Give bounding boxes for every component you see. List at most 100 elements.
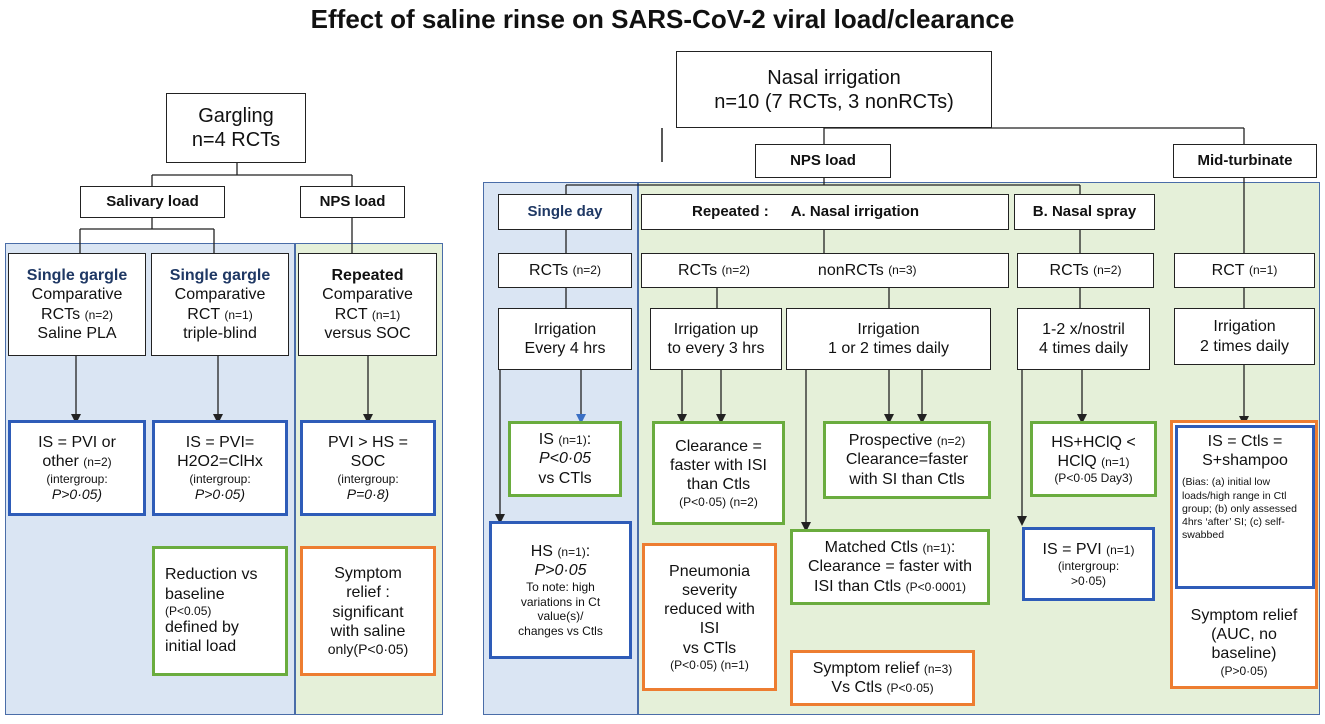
gargle-result-4-l4: defined by	[165, 619, 239, 637]
sd-is-l2: P<0·05	[538, 450, 592, 468]
gargle-result-3-l2: SOC	[350, 453, 386, 471]
gargle-result-1-l2-wrap: other (n=2)	[42, 452, 111, 471]
spray-rcts: RCTs (n=2)	[1017, 253, 1154, 288]
single-day-hs-result: HS (n=1): P>0·05 To note: high variation…	[489, 521, 632, 659]
salivary-load-box: Salivary load	[80, 186, 225, 218]
clear1-l4-wrap: (P<0·05) (n=2)	[679, 495, 758, 509]
gargle-col1-l2: RCTs	[41, 305, 81, 323]
hcl-l3: (P<0·05 Day3)	[1054, 470, 1133, 485]
matched-l3: ISI than Ctls	[814, 577, 902, 595]
gargle-nps-load-box: NPS load	[300, 186, 405, 218]
gargling-root: Gargling n=4 RCTs	[166, 93, 306, 163]
gargle-col3-l2: RCT	[334, 305, 368, 323]
pneumonia-l6: (P<0·05)	[670, 657, 718, 672]
gargle-result-5-l2: relief :	[346, 584, 390, 602]
sd-is-l1: IS	[538, 431, 554, 449]
gargle-col3: Repeated Comparative RCT (n=1) versus SO…	[298, 253, 437, 356]
nasal-root: Nasal irrigation n=10 (7 RCTs, 3 nonRCTs…	[676, 51, 992, 128]
matched-ctls-result: Matched Ctls (n=1): Clearance = faster w…	[790, 529, 990, 605]
repeated-irrigation-1-l2: to every 3 hrs	[667, 340, 765, 357]
matched-l2: Clearance = faster with	[807, 558, 973, 576]
nasal-root-line1: Nasal irrigation	[767, 66, 901, 89]
gargle-col3-l3: versus SOC	[324, 324, 411, 342]
gargle-result-5: Symptom relief : significant with saline…	[300, 546, 436, 676]
gargle-col1-head: Single gargle	[26, 267, 128, 285]
sd-is-l1-wrap: IS (n=1):	[539, 430, 591, 449]
hcl-l2-wrap: HClQ (n=1)	[1058, 452, 1130, 471]
gargle-col1-l1: Comparative	[31, 286, 123, 304]
spray-frequency-l2: 4 times daily	[1039, 340, 1128, 357]
hcl-n: (n=1)	[1101, 454, 1130, 469]
sd-hs-n: (n=1)	[557, 545, 586, 560]
matched-l1-wrap: Matched Ctls (n=1):	[825, 538, 956, 557]
prospective-l1: Prospective	[848, 432, 933, 450]
nasal-spray-box: B. Nasal spray	[1014, 194, 1155, 230]
gargle-col3-l1: Comparative	[322, 286, 413, 304]
gargle-result-3: PVI > HS = SOC (intergroup: P=0·8)	[300, 420, 436, 516]
pneumonia-l1: Pneumonia	[669, 562, 750, 580]
clear1-n: (n=2)	[729, 494, 758, 509]
hcl-l1: HS+HClQ <	[1051, 433, 1136, 451]
gargle-col2-l3: triple-blind	[183, 324, 257, 342]
mt-rct: RCT (n=1)	[1174, 253, 1315, 288]
gargle-col1-n: (n=2)	[84, 307, 113, 322]
gargle-col3-l2-wrap: RCT (n=1)	[335, 305, 400, 324]
single-day-box: Single day	[498, 194, 632, 230]
gargle-result-5-l5: only(P<0·05)	[327, 640, 409, 657]
sd-is-l3: vs CTls	[538, 469, 592, 487]
gargle-col2-l2: RCT	[187, 305, 220, 323]
matched-n: (n=1)	[922, 541, 951, 556]
gargle-col1-l3: Saline PLA	[37, 324, 117, 342]
spray-pvi-result: IS = PVI (n=1) (intergroup: >0·05)	[1022, 527, 1155, 601]
sd-is-colon: :	[586, 431, 592, 449]
symptom3-l1: Symptom relief	[812, 659, 920, 677]
hclq-result: HS+HClQ < HClQ (n=1) (P<0·05 Day3)	[1030, 421, 1157, 497]
repeated-rcts-n: (n=2)	[721, 263, 750, 278]
mt-irrigation: Irrigation 2 times daily	[1174, 308, 1315, 365]
nasal-root-line2: n=10 (7 RCTs, 3 nonRCTs)	[714, 90, 954, 113]
repeated-nonrcts-n: (n=3)	[888, 263, 917, 278]
pneumonia-n: (n=1)	[720, 657, 749, 672]
spray-pvi-n: (n=1)	[1106, 543, 1135, 558]
spray-pvi-l1: IS = PVI	[1042, 541, 1102, 559]
mt-is-l1: IS = Ctls =	[1207, 433, 1283, 450]
symptom3-l2: Vs Ctls	[831, 679, 883, 696]
repeated-rcts-row: RCTs (n=2) nonRCTs (n=3)	[641, 253, 1009, 288]
matched-p: (P<0·0001)	[905, 579, 966, 594]
repeated-label: Repeated :	[692, 203, 769, 220]
gargle-result-1-l2: other	[42, 453, 79, 471]
clear1-l1: Clearance =	[675, 438, 762, 456]
pneumonia-l5: vs CTls	[682, 639, 737, 657]
prospective-n: (n=2)	[936, 434, 966, 449]
single-day-irrigation-l2: Every 4 hrs	[524, 340, 606, 357]
pneumonia-result: Pneumonia severity reduced with ISI vs C…	[642, 543, 777, 691]
prospective-l1-wrap: Prospective (n=2)	[849, 431, 965, 450]
single-day-rcts-label: RCTs	[529, 261, 569, 279]
symptom-relief-n3: Symptom relief (n=3) Vs Ctls (P<0·05)	[790, 650, 975, 706]
hcl-l2: HClQ	[1057, 452, 1097, 470]
mt-is-bias: (Bias: (a) initial low loads/high range …	[1182, 476, 1297, 541]
gargle-col3-head: Repeated	[331, 267, 404, 285]
spray-pvi-l3: >0·05)	[1070, 573, 1107, 588]
mt-rct-label: RCT	[1211, 261, 1245, 279]
gargle-result-2-l4: P>0·05)	[194, 485, 246, 502]
prospective-l3: with SI than Ctls	[849, 470, 965, 488]
symptom3-p: (P<0·05)	[886, 681, 934, 695]
pneumonia-l3: reduced with	[664, 601, 755, 619]
gargle-col1-l2-wrap: RCTs (n=2)	[41, 305, 113, 324]
gargle-col3-n: (n=1)	[371, 307, 401, 322]
matched-l1: Matched Ctls	[824, 539, 919, 557]
single-day-irrigation-l1: Irrigation	[533, 320, 597, 338]
spray-rcts-n: (n=2)	[1093, 263, 1122, 278]
clearance-result-1: Clearance = faster with ISI than Ctls (P…	[652, 421, 785, 525]
spray-frequency-l1: 1-2 x/nostril	[1042, 320, 1125, 338]
gargle-col2-l2-wrap: RCT (n=1)	[187, 305, 252, 324]
matched-colon: :	[950, 539, 956, 557]
gargle-result-4: Reduction vs baseline (P<0.05) defined b…	[152, 546, 288, 676]
repeated-irrigation-1-l1: Irrigation up	[673, 320, 759, 338]
prospective-result: Prospective (n=2) Clearance=faster with …	[823, 421, 991, 499]
mt-symptom-l1: Symptom relief	[1190, 607, 1298, 625]
pneumonia-l4: ISI	[699, 620, 720, 638]
mt-irrigation-l2: 2 times daily	[1200, 337, 1289, 355]
repeated-rcts-label: RCTs	[678, 261, 718, 279]
